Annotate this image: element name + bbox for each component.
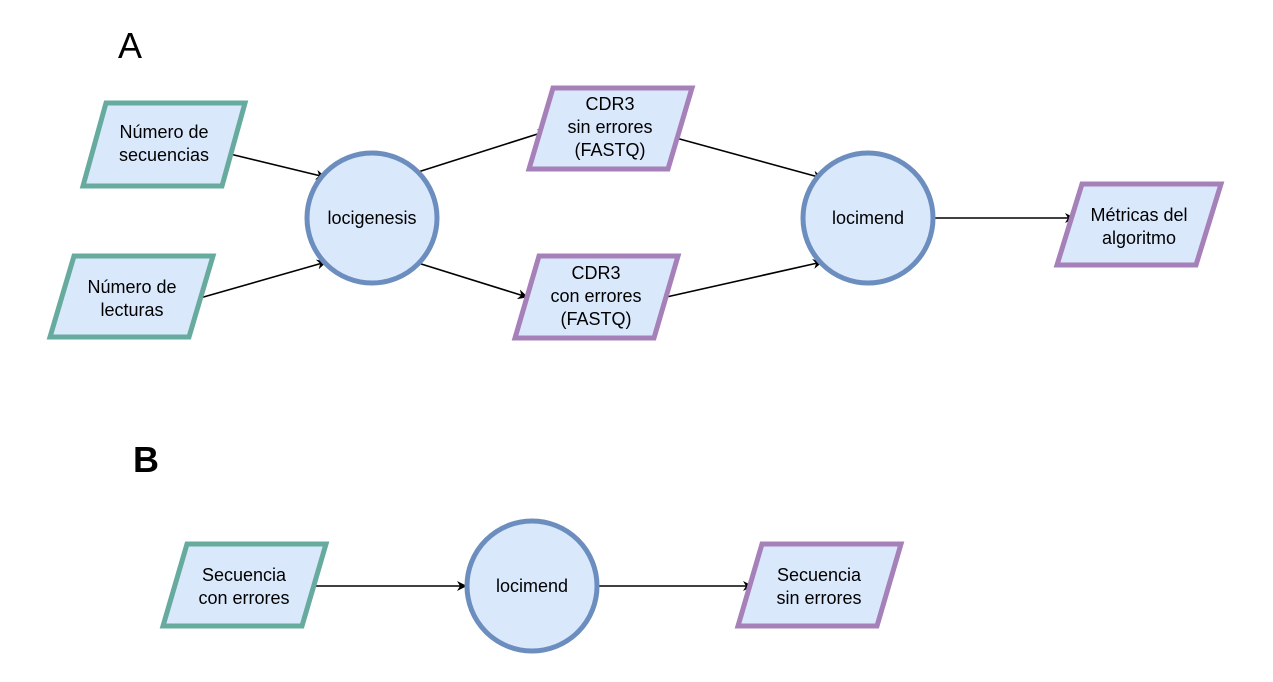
edge-num-secuencias-to-locigenesis bbox=[229, 153, 326, 180]
node-text-line: Métricas del bbox=[1090, 205, 1187, 225]
output-parallelogram-shape bbox=[1053, 181, 1225, 268]
input-parallelogram-shape bbox=[46, 253, 217, 340]
node-text-line: Número de bbox=[87, 277, 176, 297]
node-text-line: secuencias bbox=[119, 145, 209, 165]
node-text-line: sin errores bbox=[776, 588, 861, 608]
node-text-line: lecturas bbox=[100, 300, 163, 320]
node-numero-de-lecturas: Número de lecturas bbox=[46, 253, 217, 340]
node-secuencia-con-errores: Secuencia con errores bbox=[159, 541, 330, 629]
node-text-line: Secuencia bbox=[202, 565, 287, 585]
panel-b-label: B bbox=[133, 439, 159, 480]
node-secuencia-sin-errores: Secuencia sin errores bbox=[734, 541, 905, 629]
node-metricas-del-algoritmo: Métricas del algoritmo bbox=[1053, 181, 1225, 268]
node-text-line: Secuencia bbox=[777, 565, 862, 585]
process-circle-shape bbox=[800, 150, 936, 286]
node-text-line: locigenesis bbox=[327, 208, 416, 228]
node-text-line: (FASTQ) bbox=[575, 140, 646, 160]
process-circle-shape bbox=[304, 150, 440, 286]
node-text-line: algoritmo bbox=[1102, 228, 1176, 248]
node-cdr3-con-errores: CDR3 con errores (FASTQ) bbox=[511, 253, 682, 341]
output-parallelogram-shape bbox=[525, 85, 696, 172]
edge-cdr3-sin-to-locimend bbox=[675, 137, 823, 181]
edge-locigenesis-to-cdr3-con bbox=[417, 262, 528, 300]
node-numero-de-secuencias: Número de secuencias bbox=[79, 100, 249, 189]
node-text-line: Número de bbox=[119, 122, 208, 142]
node-locimend-b: locimend bbox=[464, 518, 600, 654]
panel-a-label: A bbox=[118, 25, 142, 66]
output-parallelogram-shape bbox=[511, 253, 682, 341]
node-locigenesis: locigenesis bbox=[304, 150, 440, 286]
node-text-line: locimend bbox=[496, 576, 568, 596]
node-text-line: CDR3 bbox=[571, 263, 620, 283]
node-text-line: con errores bbox=[550, 286, 641, 306]
edge-locigenesis-to-cdr3-sin bbox=[417, 128, 548, 173]
node-locimend-a: locimend bbox=[800, 150, 936, 286]
edge-cdr3-con-to-locimend bbox=[661, 259, 823, 299]
input-parallelogram-shape bbox=[159, 541, 330, 629]
node-text-line: sin errores bbox=[567, 117, 652, 137]
input-parallelogram-shape bbox=[79, 100, 249, 189]
node-text-line: locimend bbox=[832, 208, 904, 228]
output-parallelogram-shape bbox=[734, 541, 905, 629]
node-cdr3-sin-errores: CDR3 sin errores (FASTQ) bbox=[525, 85, 696, 172]
node-text-line: con errores bbox=[198, 588, 289, 608]
edges-group bbox=[199, 128, 1075, 591]
node-text-line: CDR3 bbox=[585, 94, 634, 114]
process-circle-shape bbox=[464, 518, 600, 654]
edge-num-lecturas-to-locigenesis bbox=[199, 259, 327, 299]
node-text-line: (FASTQ) bbox=[561, 309, 632, 329]
